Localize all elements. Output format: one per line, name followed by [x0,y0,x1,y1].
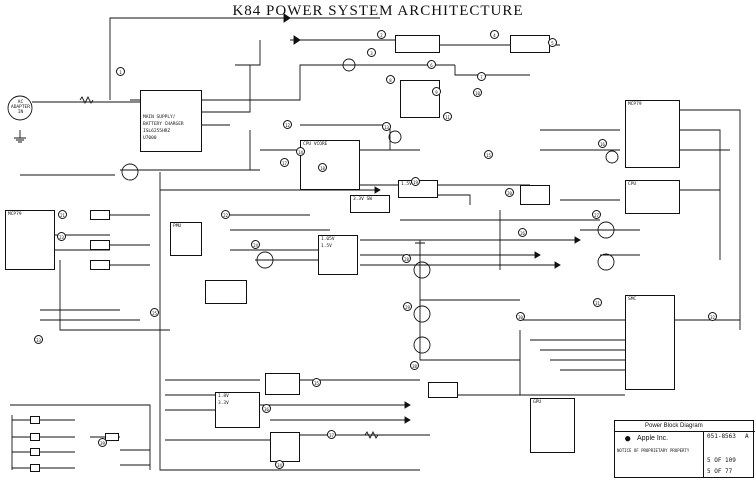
aux-block-4 [520,185,550,205]
charger-block: MAIN SUPPLY/ BATTERY CHARGER ISL6255HRZ … [140,90,202,152]
aux-block-11 [90,260,110,270]
callout-circle: 25 [150,308,159,317]
callout-circle: 36 [262,404,271,413]
smc-block: SMC [625,295,675,390]
tb-notice: NOTICE OF PROPRIETARY PROPERTY [617,448,690,453]
pmu-block: PMU [170,222,202,256]
callout-circle: 24 [251,240,260,249]
apple-logo-icon: ● [625,434,631,444]
callout-circle: 38 [410,361,419,370]
callout-circle: 13 [382,122,391,131]
aux-block-6 [265,373,300,395]
mcp-right-block: MCP79 [625,100,680,168]
callout-circle: 23 [57,232,66,241]
switch-block: 3.3V SW [350,195,390,213]
aux-block-13 [30,433,40,441]
aux-block-8 [428,382,458,398]
tb-title: Power Block Diagram [645,423,703,429]
callout-circle: 7 [477,72,486,81]
aux-block-12 [30,416,40,424]
callout-circle: 18 [318,163,327,172]
callout-circle: 3 [367,48,376,57]
callout-circle: 33 [34,335,43,344]
callout-circle: 27 [592,210,601,219]
aux-block-15 [30,464,40,472]
callout-circle: 39 [98,438,107,447]
aux-block-10 [90,240,110,250]
callout-circle: 31 [593,298,602,307]
callout-circle: 11 [443,112,452,121]
callout-circle: 2 [377,30,386,39]
callout-circle: 32 [708,312,717,321]
aux-block-14 [30,448,40,456]
aux-block-5 [205,280,247,304]
cpu-block: CPU [625,180,680,214]
diagram-title: K84 POWER SYSTEM ARCHITECTURE [232,3,524,19]
tb-company: Apple Inc. [637,435,669,442]
callout-circle: 22 [221,210,230,219]
callout-circle: 19 [411,177,420,186]
callout-circle: 6 [427,60,436,69]
callout-circle: 26 [518,228,527,237]
callout-circle: 16 [598,139,607,148]
tb-sheet: 5 OF 109 [707,457,736,464]
callout-circle: 35 [312,378,321,387]
aux-block-3 [400,80,440,118]
gpu-block: GPU [530,398,575,453]
callout-circle: 12 [283,120,292,129]
callout-circle: 28 [402,254,411,263]
aux-block-1 [395,35,440,53]
aux-block-16 [105,433,119,441]
cpu-vcore-block: CPU VCORE [300,140,360,190]
tb-drawing: 051-8563 [707,433,736,440]
callout-circle: 1 [116,67,125,76]
callout-circle: 10 [473,88,482,97]
callout-circle: 5 [548,38,557,47]
callout-circle: 8 [386,75,395,84]
callout-circle: 15 [484,150,493,159]
aux-block-9 [90,210,110,220]
callout-circle: 14 [296,147,305,156]
callout-circle: 21 [58,210,67,219]
callout-circle: 4 [490,30,499,39]
callout-circle: 17 [280,158,289,167]
aux-block-7 [270,432,300,462]
tb-page: 5 OF 77 [707,468,733,475]
callout-circle: 34 [275,460,284,469]
callout-circle: 37 [327,430,336,439]
tb-rev: A [745,433,749,440]
aux-block-2 [510,35,550,53]
callout-circle: 30 [516,312,525,321]
callout-circle: 9 [432,87,441,96]
callout-circle: 20 [505,188,514,197]
title-block: Power Block Diagram ● Apple Inc. NOTICE … [614,420,755,478]
callout-circle: 29 [403,302,412,311]
mcp-left-block: MCP79 [5,210,55,270]
